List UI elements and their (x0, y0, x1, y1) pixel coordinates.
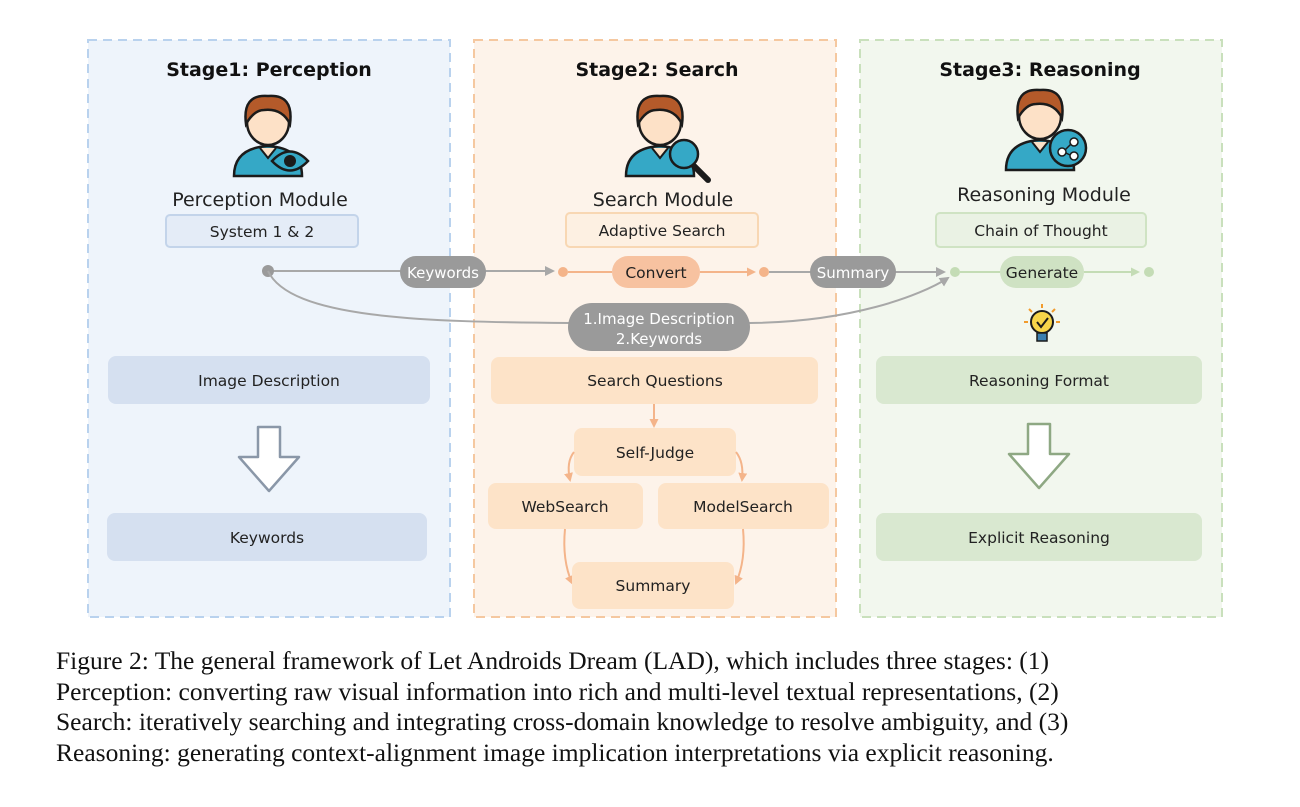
stage3-module-box-label: Chain of Thought (974, 222, 1107, 240)
caption-line-3: Search: iteratively searching and integr… (56, 707, 1069, 736)
person-magnifier-icon (624, 94, 711, 183)
lightbulb-icon (1024, 304, 1060, 342)
stage3-module-box (935, 212, 1147, 248)
summary-box-label: Summary (616, 577, 691, 595)
model-to-summary-arrow (734, 528, 745, 585)
summary-pill-label: Summary (817, 264, 890, 282)
person-network-icon (1004, 88, 1088, 172)
modelsearch-box (658, 483, 829, 529)
generate-box (1000, 256, 1084, 288)
generate-right-dot (1144, 267, 1154, 277)
convert-box-label: Convert (625, 264, 686, 282)
web-to-summary-arrow (563, 528, 574, 585)
reasoning-format-label: Reasoning Format (969, 372, 1109, 390)
judge-to-model-arrow (735, 451, 748, 482)
explicit-reasoning-label: Explicit Reasoning (968, 529, 1110, 547)
person-eye-icon (232, 94, 310, 178)
stage1-module-box-label: System 1 & 2 (210, 223, 314, 241)
stage1-keywords-box (107, 513, 427, 561)
stage3-title: Stage3: Reasoning (939, 59, 1140, 81)
keywords-pill-label: Keywords (407, 264, 479, 282)
modelsearch-label: ModelSearch (693, 498, 793, 516)
convert-left-dot (558, 267, 568, 277)
caption-line-2: Perception: converting raw visual inform… (56, 676, 1059, 706)
stage1-module-title: Perception Module (172, 189, 348, 211)
stage1-title: Stage1: Perception (166, 59, 372, 81)
stage2-title: Stage2: Search (575, 59, 738, 81)
figure-caption: Figure 2: The general framework of Let A… (56, 646, 1256, 768)
search-questions-box (491, 357, 818, 404)
self-judge-box (574, 428, 736, 476)
websearch-box (488, 483, 643, 529)
stage1-keywords-label: Keywords (230, 529, 304, 547)
bypass-pill-line1: 1.Image Description (583, 310, 735, 328)
caption-line-4: Reasoning: generating context-alignment … (56, 737, 1054, 767)
framework-diagram: Stage1: Perception Stage2: Search Stage3… (87, 39, 1223, 618)
bypass-curve (267, 270, 950, 324)
generate-left-dot (950, 267, 960, 277)
summary-box (572, 562, 734, 609)
keywords-pill (400, 256, 486, 288)
convert-right-dot (759, 267, 769, 277)
convert-box (612, 256, 700, 288)
caption-line-1: Figure 2: The general framework of Let A… (56, 646, 1050, 675)
reasoning-format-box (876, 356, 1202, 404)
summary-pill (810, 256, 896, 288)
generate-box-label: Generate (1006, 264, 1078, 282)
stage1-image-description-label: Image Description (198, 372, 340, 390)
self-judge-label: Self-Judge (616, 444, 694, 462)
judge-to-web-arrow (564, 451, 575, 482)
explicit-reasoning-box (876, 513, 1202, 561)
stage2-module-box (565, 212, 759, 248)
down-arrow-icon (1007, 422, 1071, 490)
websearch-label: WebSearch (521, 498, 608, 516)
stage2-module-box-label: Adaptive Search (599, 222, 726, 240)
bypass-pill (568, 303, 750, 351)
stage3-module-title: Reasoning Module (957, 184, 1131, 206)
down-arrow-icon (237, 425, 301, 493)
search-questions-label: Search Questions (587, 372, 723, 390)
stage1-module-box (165, 214, 359, 248)
stage1-image-description-box (108, 356, 430, 404)
bypass-pill-line2: 2.Keywords (616, 330, 702, 348)
stage2-module-title: Search Module (593, 189, 733, 211)
